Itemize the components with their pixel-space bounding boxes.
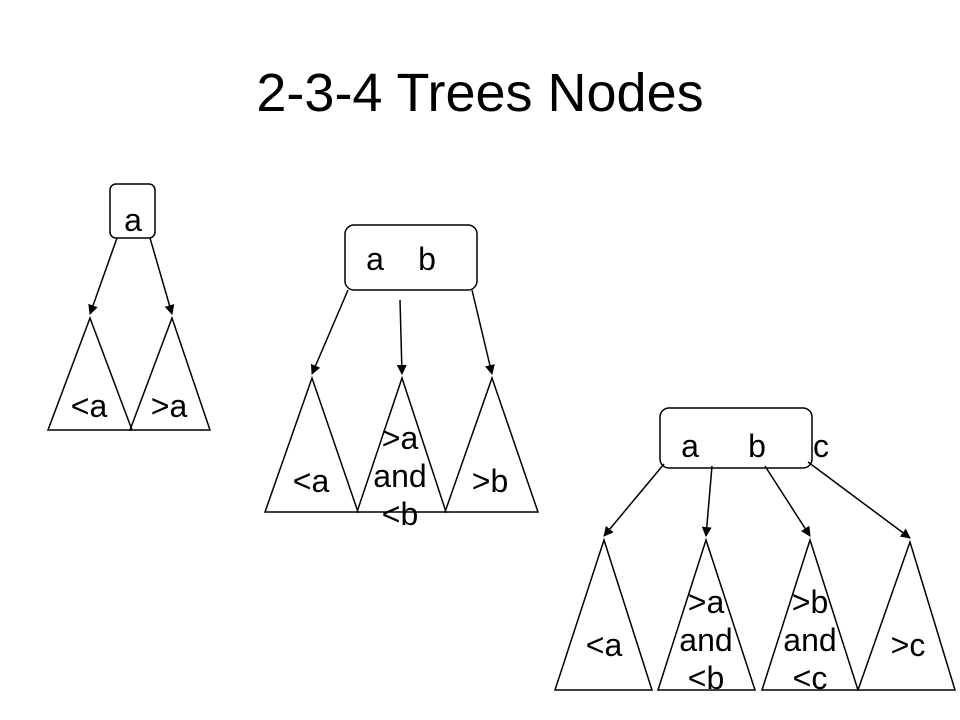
four-node-key-c: c: [813, 428, 829, 464]
four-node-edge-2: [701, 465, 713, 537]
two-node-key-a: a: [124, 202, 142, 238]
two-node-box: [109, 183, 156, 239]
four-node-key-a: a: [681, 428, 699, 464]
two-node-subtree-left: [46, 315, 134, 431]
three-node-group: [263, 224, 540, 513]
three-node-edge-left: [310, 289, 349, 375]
four-node-subtree-2: [656, 537, 757, 691]
four-node-edge-1: [603, 463, 665, 537]
four-node-subtree-4: [856, 539, 957, 691]
two-node-subtree-right: [128, 315, 212, 431]
four-node-subtree-2-label: >a and <b: [679, 584, 733, 696]
four-node-subtree-1: [553, 537, 654, 691]
four-node-subtree-3-label: >b and <c: [783, 584, 837, 696]
two-node-edge-right: [149, 237, 175, 315]
page-title: 2-3-4 Trees Nodes: [256, 63, 704, 123]
four-node-group: [553, 407, 957, 691]
four-node-key-b: b: [748, 428, 766, 464]
three-node-edge-right: [471, 289, 495, 375]
two-node-subtree-left-label: <a: [70, 388, 108, 424]
two-node-edge-left: [88, 237, 118, 315]
three-node-subtree-1-label: <a: [292, 463, 330, 499]
three-node-key-a: a: [366, 241, 384, 277]
four-node-edge-3: [764, 465, 811, 537]
four-node-subtree-3: [760, 537, 860, 691]
four-node-box: [659, 407, 813, 469]
three-node-subtree-3: [443, 375, 540, 513]
three-node-subtree-2-label: >a and <b: [373, 420, 427, 532]
three-node-subtree-2: [355, 375, 448, 513]
three-node-edge-middle: [396, 299, 407, 375]
three-node-subtree-1: [263, 375, 360, 513]
two-node-subtree-right-label: >a: [150, 388, 188, 424]
four-node-subtree-1-label: <a: [585, 627, 623, 663]
three-node-key-b: b: [418, 241, 436, 277]
three-node-box: [344, 224, 478, 291]
four-node-edge-4: [807, 461, 911, 539]
three-node-subtree-3-label: >b: [471, 463, 509, 499]
two-node-group: [46, 183, 212, 431]
four-node-subtree-4-label: >c: [890, 627, 926, 663]
